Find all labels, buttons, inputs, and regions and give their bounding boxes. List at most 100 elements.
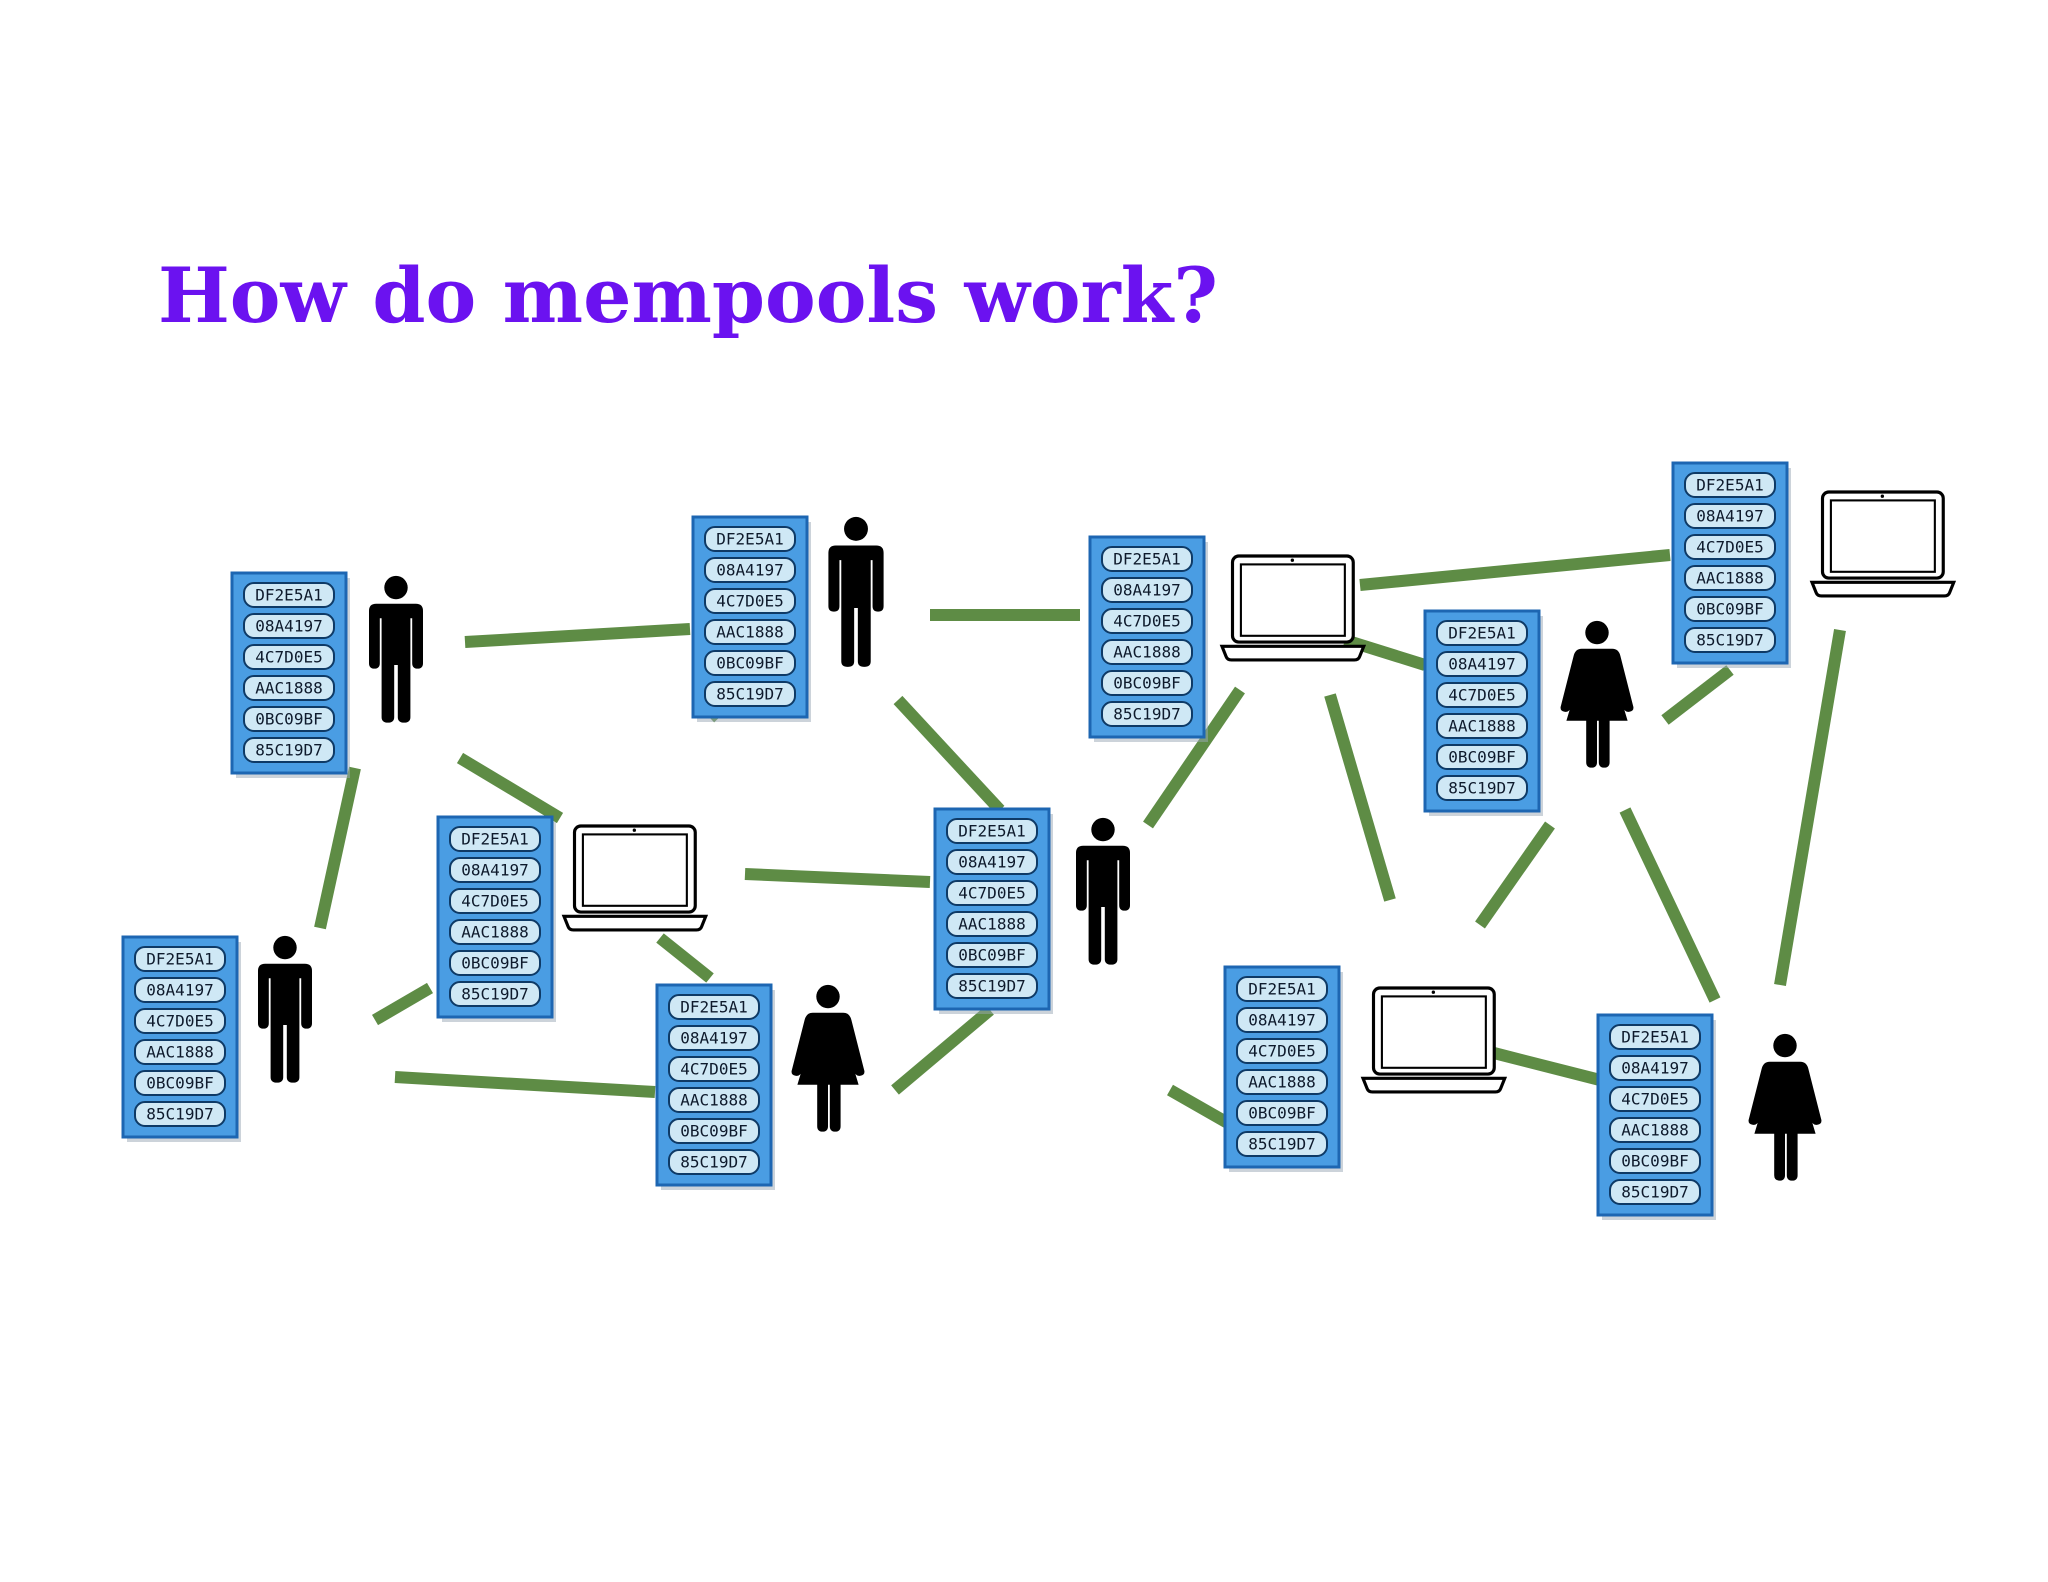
mempool-entry: 08A4197 bbox=[1448, 655, 1515, 674]
mempool-entry: AAC1888 bbox=[716, 623, 783, 642]
network-edge bbox=[371, 982, 434, 1026]
mempool-entry: DF2E5A1 bbox=[461, 830, 528, 849]
mempool-entry: 0BC09BF bbox=[716, 654, 783, 673]
mempool-entry: DF2E5A1 bbox=[1696, 476, 1763, 495]
mempool-entry: AAC1888 bbox=[461, 923, 528, 942]
mempool-entry: 4C7D0E5 bbox=[1448, 686, 1515, 705]
mempool-entry: DF2E5A1 bbox=[146, 950, 213, 969]
woman-icon bbox=[1560, 620, 1634, 768]
mempool-entry: 08A4197 bbox=[680, 1029, 747, 1048]
man-icon bbox=[1076, 817, 1130, 965]
mempool-entry: 08A4197 bbox=[1621, 1059, 1688, 1078]
woman-icon bbox=[1748, 1033, 1822, 1181]
mempool-entry: 4C7D0E5 bbox=[1696, 538, 1763, 557]
mempool-entry: 08A4197 bbox=[958, 853, 1025, 872]
page-title: How do mempools work? bbox=[158, 251, 1218, 340]
mempool-entry: 4C7D0E5 bbox=[958, 884, 1025, 903]
mempool-entry: 85C19D7 bbox=[680, 1153, 747, 1172]
man-icon bbox=[369, 575, 423, 723]
mempool-entry: 4C7D0E5 bbox=[1621, 1090, 1688, 1109]
mempool-entry: 08A4197 bbox=[1248, 1011, 1315, 1030]
network-edge bbox=[464, 623, 691, 648]
network-edge bbox=[1661, 665, 1734, 725]
mempool-entry: AAC1888 bbox=[958, 915, 1025, 934]
network-edges bbox=[314, 549, 1846, 1136]
mempool-list: DF2E5A108A41974C7D0E5AAC18880BC09BF85C19… bbox=[230, 571, 350, 778]
network-edge bbox=[1359, 549, 1671, 591]
mempool-entry: 85C19D7 bbox=[716, 685, 783, 704]
mempool-entry: 08A4197 bbox=[461, 861, 528, 880]
mempool-entry: 4C7D0E5 bbox=[1248, 1042, 1315, 1061]
mempool-entry: 4C7D0E5 bbox=[461, 892, 528, 911]
mempool-entry: 08A4197 bbox=[146, 981, 213, 1000]
network-edge bbox=[656, 933, 714, 983]
mempool-entry: 08A4197 bbox=[716, 561, 783, 580]
mempool-list: DF2E5A108A41974C7D0E5AAC18880BC09BF85C19… bbox=[1423, 609, 1543, 816]
mempool-entry: AAC1888 bbox=[1248, 1073, 1315, 1092]
mempool-entry: 4C7D0E5 bbox=[716, 592, 783, 611]
network-edge bbox=[744, 868, 931, 888]
network-edge bbox=[1143, 686, 1245, 829]
mempool-entry: DF2E5A1 bbox=[716, 530, 783, 549]
network-edge bbox=[1343, 634, 1427, 671]
network-edge bbox=[456, 752, 564, 824]
laptop-icon bbox=[1360, 986, 1508, 1094]
network-edge bbox=[893, 695, 1005, 815]
mempool-entry: 0BC09BF bbox=[1621, 1152, 1688, 1171]
mempool-entry: 85C19D7 bbox=[1696, 631, 1763, 650]
mempool-entry: 08A4197 bbox=[1696, 507, 1763, 526]
man-icon bbox=[828, 516, 884, 667]
network-edge bbox=[1488, 1046, 1602, 1086]
mempool-list: DF2E5A108A41974C7D0E5AAC18880BC09BF85C19… bbox=[1596, 1013, 1716, 1220]
network-edge bbox=[394, 1071, 656, 1098]
laptop-icon bbox=[561, 824, 709, 932]
mempool-entry: 85C19D7 bbox=[146, 1105, 213, 1124]
mempool-entry: DF2E5A1 bbox=[958, 822, 1025, 841]
mempool-entry: AAC1888 bbox=[1621, 1121, 1688, 1140]
laptop-icon bbox=[1219, 554, 1367, 662]
mempool-entry: AAC1888 bbox=[1448, 717, 1515, 736]
mempool-list: DF2E5A108A41974C7D0E5AAC18880BC09BF85C19… bbox=[121, 935, 241, 1142]
mempool-entry: 0BC09BF bbox=[1248, 1104, 1315, 1123]
mempool-entry: AAC1888 bbox=[255, 679, 322, 698]
network-edge bbox=[1324, 693, 1396, 902]
mempool-list: DF2E5A108A41974C7D0E5AAC18880BC09BF85C19… bbox=[1088, 535, 1208, 742]
network-edge bbox=[891, 1005, 994, 1095]
mempool-list: DF2E5A108A41974C7D0E5AAC18880BC09BF85C19… bbox=[655, 983, 775, 1190]
mempool-entry: 0BC09BF bbox=[680, 1122, 747, 1141]
mempool-cards: DF2E5A108A41974C7D0E5AAC18880BC09BF85C19… bbox=[121, 461, 1791, 1220]
network-edge bbox=[1475, 821, 1555, 929]
mempool-entry: DF2E5A1 bbox=[1248, 980, 1315, 999]
mempool-entry: DF2E5A1 bbox=[1113, 550, 1180, 569]
woman-icon bbox=[791, 984, 865, 1132]
mempool-entry: 0BC09BF bbox=[958, 946, 1025, 965]
mempool-entry: DF2E5A1 bbox=[680, 998, 747, 1017]
mempool-entry: DF2E5A1 bbox=[1621, 1028, 1688, 1047]
mempool-entry: 0BC09BF bbox=[1696, 600, 1763, 619]
mempool-entry: 85C19D7 bbox=[1248, 1135, 1315, 1154]
mempool-entry: DF2E5A1 bbox=[1448, 624, 1515, 643]
mempool-entry: 85C19D7 bbox=[958, 977, 1025, 996]
mempool-entry: 85C19D7 bbox=[1448, 779, 1515, 798]
mempool-entry: 4C7D0E5 bbox=[146, 1012, 213, 1031]
mempool-entry: 4C7D0E5 bbox=[255, 648, 322, 667]
man-icon bbox=[258, 935, 312, 1083]
mempool-entry: 0BC09BF bbox=[146, 1074, 213, 1093]
network-edge bbox=[1774, 629, 1846, 986]
mempool-entry: 85C19D7 bbox=[255, 741, 322, 760]
mempool-entry: AAC1888 bbox=[1696, 569, 1763, 588]
mempool-entry: 0BC09BF bbox=[1113, 674, 1180, 693]
mempool-entry: 85C19D7 bbox=[461, 985, 528, 1004]
mempool-entry: 4C7D0E5 bbox=[680, 1060, 747, 1079]
mempool-entry: 0BC09BF bbox=[461, 954, 528, 973]
node-figures bbox=[258, 490, 1957, 1181]
mempool-entry: 85C19D7 bbox=[1113, 705, 1180, 724]
mempool-entry: AAC1888 bbox=[1113, 643, 1180, 662]
mempool-entry: 4C7D0E5 bbox=[1113, 612, 1180, 631]
laptop-icon bbox=[1809, 490, 1957, 598]
